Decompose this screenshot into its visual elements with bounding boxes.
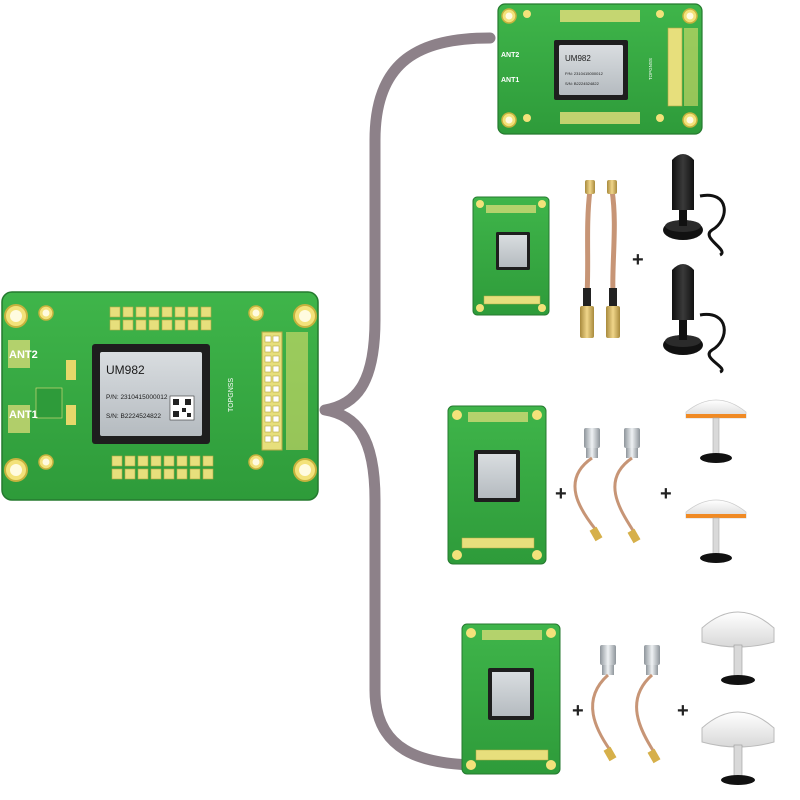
variant-top-chip-pn: P/N: 2310415000012: [565, 71, 604, 76]
variant-top-brand: TOPGNSS: [648, 58, 653, 80]
top-pad-strip: [109, 306, 212, 331]
survey-antenna-icon: [701, 611, 775, 685]
small-board: [447, 405, 547, 565]
tnc-pigtail-cable: [591, 645, 661, 764]
black-antenna-icon: [663, 154, 726, 257]
brand-silkscreen: TOPGNSS: [228, 378, 235, 412]
ant1-label: ANT1: [9, 409, 38, 421]
antenna-connector-area: [8, 340, 76, 433]
variant-tnc-kit: + +: [447, 399, 747, 565]
chip-pn-label: P/N: 2310415000012: [106, 394, 168, 401]
mushroom-antenna-icon: [685, 399, 747, 463]
variant-top-chip-model: UM982: [565, 54, 591, 63]
variant-top-ant1: ANT1: [501, 77, 519, 84]
plus-sign: +: [572, 700, 584, 722]
variant-board-only: UM982 P/N: 2310415000012 S/N: B222452482…: [497, 3, 703, 135]
ant2-label: ANT2: [9, 349, 38, 361]
pin-header: [261, 331, 308, 451]
bottom-pad-strip: [111, 455, 214, 480]
small-board: [461, 623, 561, 775]
plus-sign: +: [632, 249, 644, 271]
mounting-holes: [4, 304, 317, 482]
mushroom-antenna-icon: [685, 499, 747, 563]
variant-top-ant2: ANT2: [501, 52, 519, 59]
grouping-brace: [319, 32, 496, 771]
variant-top-chip-sn: S/N: B2224524822: [565, 81, 600, 86]
main-gnss-board: ANT2 ANT1 UM982 P/N: 2310415000012 S/N: …: [1, 291, 319, 501]
variant-survey-kit: + +: [461, 611, 775, 785]
plus-sign: +: [555, 483, 567, 505]
survey-antenna-icon: [701, 711, 775, 785]
plus-sign: +: [660, 483, 672, 505]
chip-model-label: UM982: [106, 363, 145, 377]
tnc-pigtail-cable: [573, 428, 641, 544]
chip-sn-label: S/N: B2224524822: [106, 413, 161, 420]
variant-sma-kit: +: [472, 154, 726, 374]
black-antenna-icon: [663, 264, 726, 374]
sma-pigtail-cable: [580, 180, 620, 338]
small-board: [472, 196, 550, 316]
plus-sign: +: [677, 700, 689, 722]
gnss-chip: UM982 P/N: 2310415000012 S/N: B222452482…: [92, 344, 210, 444]
